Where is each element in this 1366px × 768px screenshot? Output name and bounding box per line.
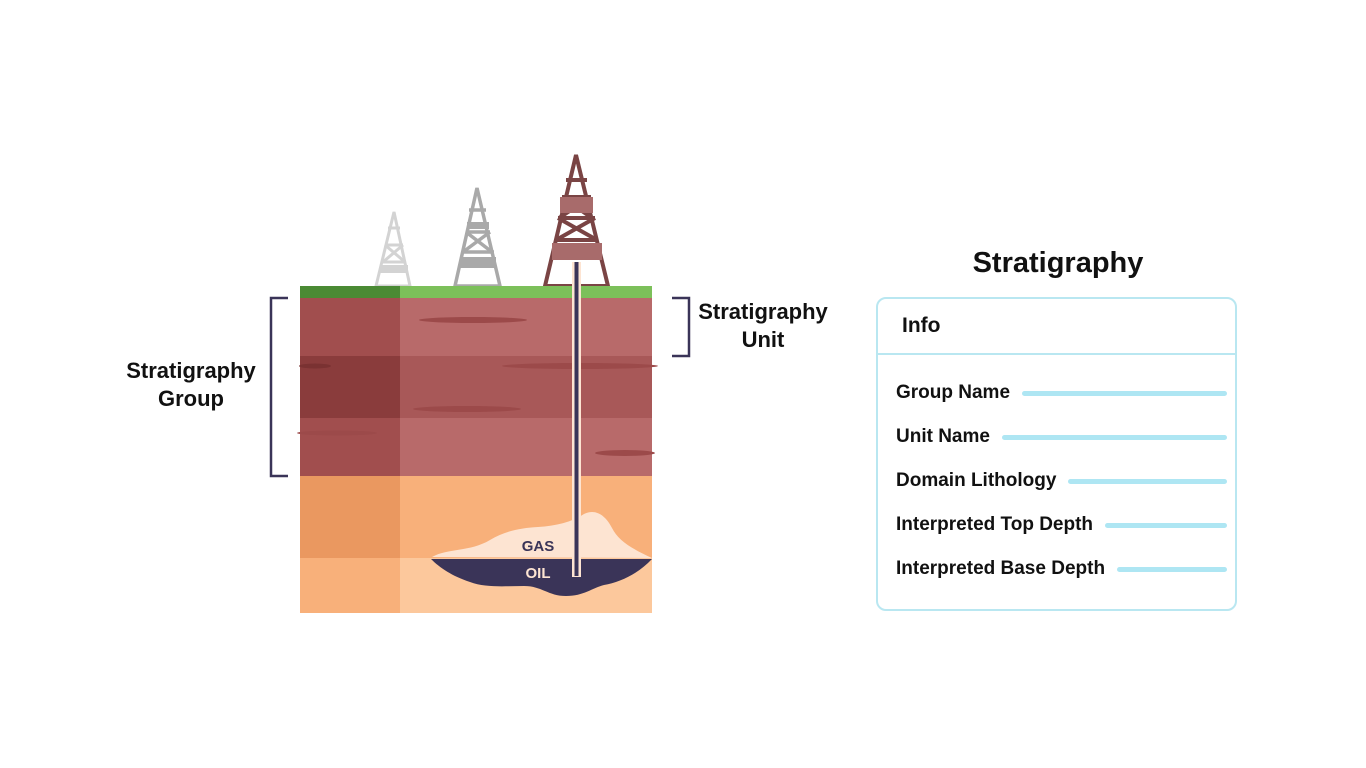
rock-column-1	[300, 298, 400, 356]
sand-column-2	[300, 558, 400, 613]
field-value-placeholder	[1001, 434, 1227, 440]
oil-rig-medium-icon	[452, 187, 503, 288]
rock-column-3	[300, 418, 400, 476]
unit-label-line-1: Stratigraphy	[698, 299, 828, 324]
gas-label: GAS	[522, 538, 555, 555]
field-group-name: Group Name	[896, 371, 1227, 415]
field-value-placeholder	[1022, 390, 1227, 396]
drill-pipe-core	[574, 262, 579, 576]
group-label-line-1: Stratigraphy	[126, 358, 256, 383]
field-value-placeholder	[1105, 522, 1227, 528]
group-bracket	[269, 296, 288, 478]
field-label: Interpreted Base Depth	[896, 558, 1106, 579]
ground-surface-dark	[300, 286, 400, 298]
info-panel: Info Group Name Unit Name Domain Litholo…	[876, 297, 1237, 611]
field-label: Interpreted Top Depth	[896, 514, 1094, 535]
field-label: Domain Lithology	[896, 470, 1057, 491]
field-value-placeholder	[1117, 566, 1227, 572]
group-label-line-2: Group	[158, 386, 224, 411]
oil-rig-small-icon	[374, 211, 412, 288]
field-interpreted-top-depth: Interpreted Top Depth	[896, 503, 1227, 547]
sand-column-1	[300, 476, 400, 558]
oil-label: OIL	[526, 565, 551, 582]
field-domain-lithology: Domain Lithology	[896, 459, 1227, 503]
field-value-placeholder	[1068, 478, 1227, 484]
gas-pocket	[432, 511, 652, 558]
field-list: Group Name Unit Name Domain Lithology In…	[878, 355, 1235, 591]
field-label: Group Name	[896, 382, 1011, 403]
oil-pocket	[431, 559, 652, 596]
field-label: Unit Name	[896, 426, 990, 447]
unit-label-line-2: Unit	[742, 327, 785, 352]
panel-title: Stratigraphy	[972, 247, 1144, 279]
info-panel-header: Info	[878, 299, 1235, 355]
field-interpreted-base-depth: Interpreted Base Depth	[896, 547, 1227, 591]
field-unit-name: Unit Name	[896, 415, 1227, 459]
unit-bracket	[672, 296, 691, 358]
